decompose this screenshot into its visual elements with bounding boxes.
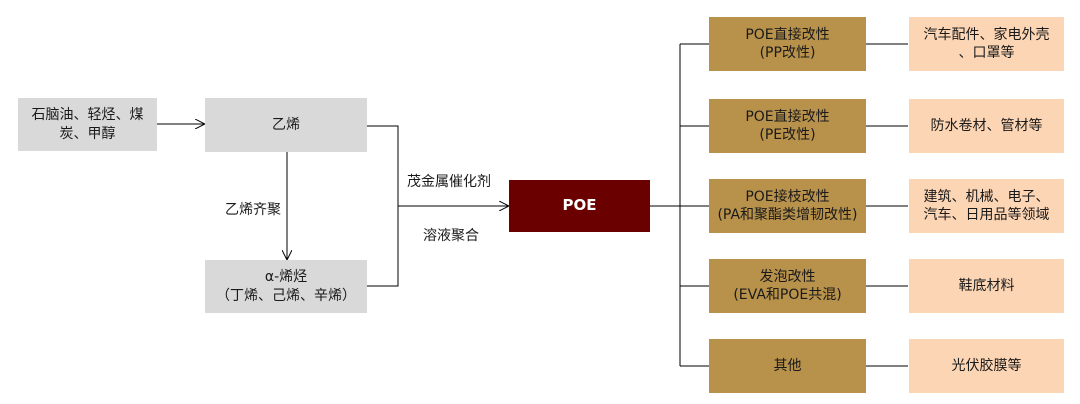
modification-other-box: 其他 <box>709 339 866 393</box>
poe-product-box: POE <box>509 180 650 232</box>
application-pp-box: 汽车配件、家电外壳 、口罩等 <box>909 17 1064 71</box>
line-ethylene-merge <box>367 125 399 287</box>
modification-pe-box: POE直接改性 (PE改性) <box>709 99 866 153</box>
application-graft-box: 建筑、机械、电子、 汽车、日用品等领域 <box>909 179 1064 233</box>
alpha-olefin-box: α-烯烃 （丁烯、己烯、辛烯） <box>205 260 367 313</box>
oligomerization-label: 乙烯齐聚 <box>225 202 281 218</box>
solution-polymerization-label: 溶液聚合 <box>423 228 479 244</box>
ethylene-box: 乙烯 <box>205 98 367 152</box>
modification-foam-box: 发泡改性 (EVA和POE共混) <box>709 259 866 313</box>
catalyst-label: 茂金属催化剂 <box>407 174 491 190</box>
application-foam-box: 鞋底材料 <box>909 259 1064 313</box>
raw-materials-box: 石脑油、轻烃、煤 炭、甲醇 <box>18 98 157 151</box>
modification-graft-box: POE接枝改性 (PA和聚酯类增韧改性) <box>709 179 866 233</box>
application-pe-box: 防水卷材、管材等 <box>909 99 1064 153</box>
application-other-box: 光伏胶膜等 <box>909 339 1064 393</box>
modification-pp-box: POE直接改性 (PP改性) <box>709 17 866 71</box>
